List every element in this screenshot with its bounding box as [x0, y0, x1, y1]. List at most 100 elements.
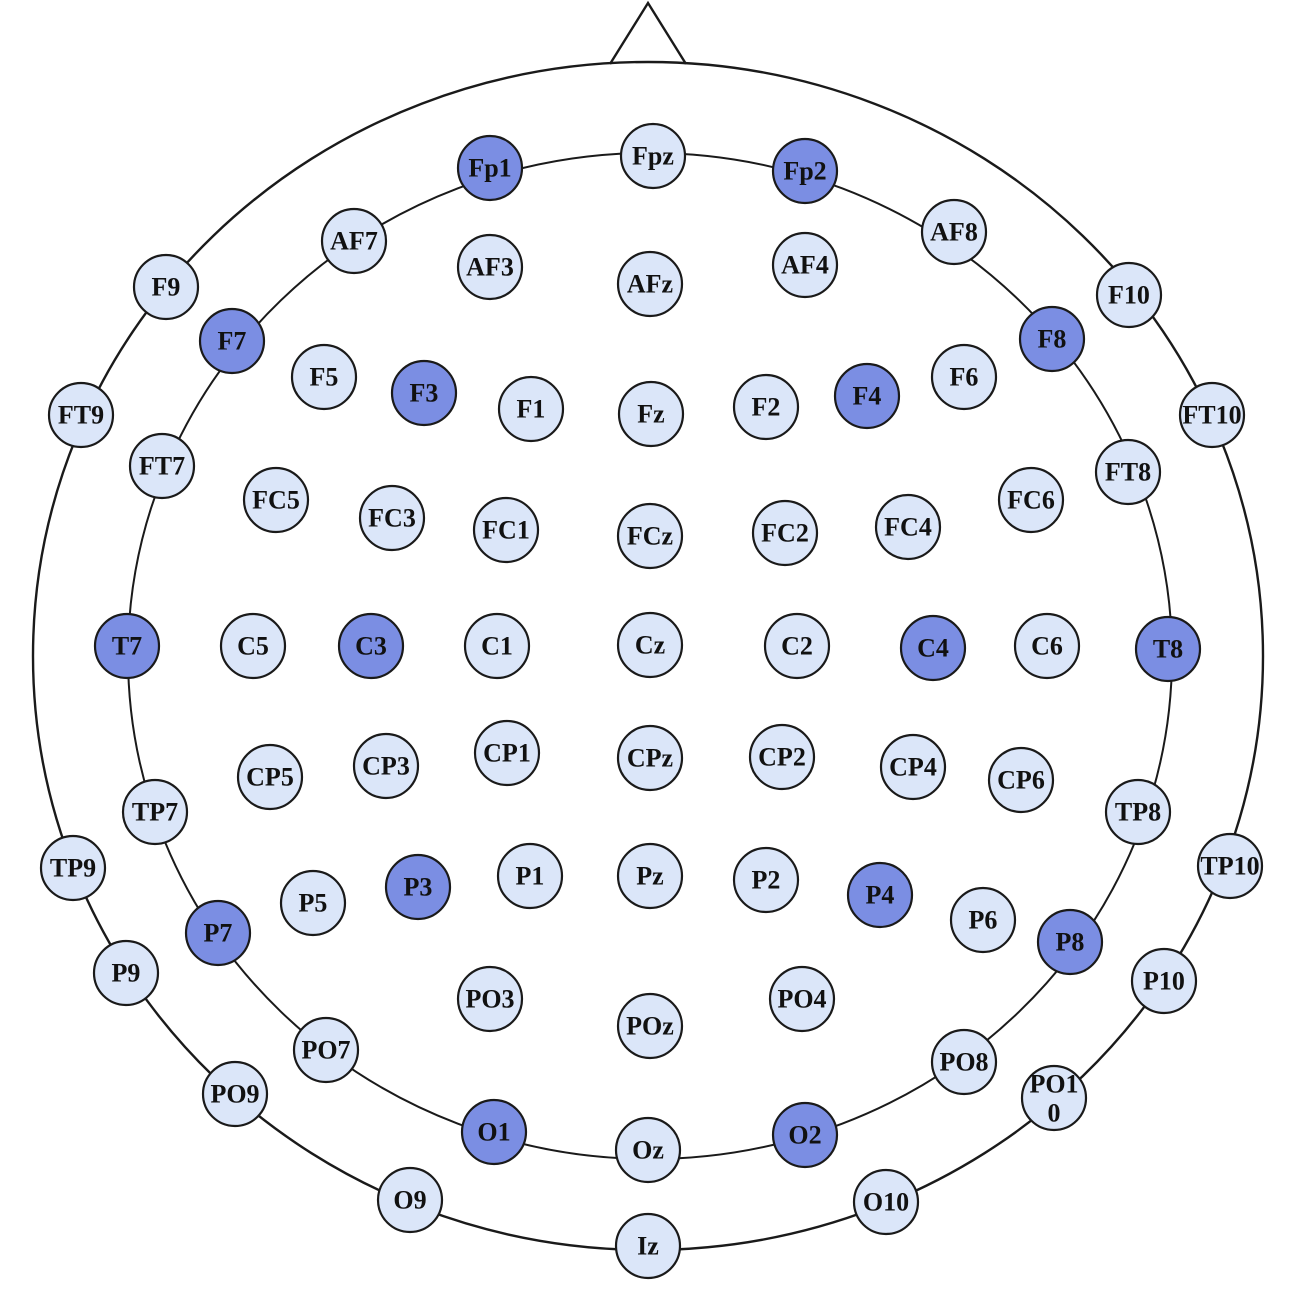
electrode-tp8: TP8	[1104, 778, 1172, 846]
electrode-label: AF4	[781, 251, 829, 280]
electrode-marker	[930, 1028, 998, 1096]
electrode-label: Cz	[635, 631, 665, 660]
electrode-marker	[616, 724, 684, 792]
electrode-tp7: TP7	[121, 778, 189, 846]
electrode-f5: F5	[290, 343, 358, 411]
electrode-marker	[768, 965, 836, 1033]
electrode-marker	[771, 1101, 839, 1169]
electrode-cp6: CP6	[987, 746, 1055, 814]
electrode-f6: F6	[930, 343, 998, 411]
electrode-marker	[1104, 778, 1172, 846]
electrode-marker	[874, 493, 942, 561]
electrode-label: Fp2	[783, 157, 826, 186]
electrode-c5: C5	[219, 612, 287, 680]
electrode-ft8: FT8	[1094, 438, 1162, 506]
electrode-label: F6	[950, 363, 979, 392]
electrode-marker	[219, 612, 287, 680]
electrode-label: Oz	[632, 1136, 664, 1165]
electrode-marker	[616, 250, 684, 318]
electrode-label: F1	[517, 395, 546, 424]
electrode-marker	[1013, 612, 1081, 680]
electrode-fc2: FC2	[751, 499, 819, 567]
electrode-f3: F3	[390, 359, 458, 427]
electrode-p8: P8	[1036, 908, 1104, 976]
electrode-marker	[358, 484, 426, 552]
electrode-fpz: Fpz	[619, 122, 687, 190]
electrode-marker	[619, 122, 687, 190]
electrode-p9: P9	[92, 939, 160, 1007]
electrode-po9: PO9	[201, 1060, 269, 1128]
electrode-label: AFz	[627, 270, 673, 299]
electrode-t7: T7	[93, 612, 161, 680]
electrode-label: O1	[477, 1118, 510, 1147]
electrode-label: O9	[393, 1186, 426, 1215]
electrode-marker	[1095, 261, 1163, 329]
electrode-fp2: Fp2	[771, 137, 839, 205]
electrode-f7: F7	[198, 307, 266, 375]
electrode-label: PO3	[465, 985, 514, 1014]
electrode-label: P7	[204, 919, 233, 948]
electrode-marker	[456, 233, 524, 301]
electrode-label: TP7	[132, 798, 178, 827]
electrode-marker	[472, 496, 540, 564]
electrode-label: CP4	[889, 753, 937, 782]
electrode-c2: C2	[763, 612, 831, 680]
electrode-f10: F10	[1095, 261, 1163, 329]
electrode-cp4: CP4	[879, 733, 947, 801]
electrode-label: O10	[863, 1188, 909, 1217]
electrode-tp10: TP10	[1196, 832, 1264, 900]
electrode-marker	[1130, 947, 1198, 1015]
electrode-marker	[771, 231, 839, 299]
electrode-label: CP1	[483, 739, 531, 768]
electrode-marker	[497, 375, 565, 443]
electrode-label: FC4	[884, 513, 932, 542]
electrode-p10: P10	[1130, 947, 1198, 1015]
electrode-cp1: CP1	[473, 719, 541, 787]
electrode-label: AF8	[930, 218, 978, 247]
electrode-label: P9	[112, 959, 141, 988]
electrode-marker	[617, 380, 685, 448]
electrode-marker	[390, 359, 458, 427]
electrode-fc3: FC3	[358, 484, 426, 552]
electrode-label: F2	[752, 393, 781, 422]
electrode-label: C4	[917, 634, 949, 663]
electrode-fc4: FC4	[874, 493, 942, 561]
electrode-iz: Iz	[614, 1212, 682, 1280]
electrode-marker	[614, 1116, 682, 1184]
electrode-label: CP3	[362, 752, 410, 781]
electrode-marker	[496, 842, 564, 910]
electrode-label: C6	[1031, 632, 1063, 661]
electrode-marker	[1018, 305, 1086, 373]
nose-marker	[608, 0, 688, 65]
electrode-marker	[460, 1098, 528, 1166]
electrode-f4: F4	[833, 362, 901, 430]
electrode-label: FCz	[627, 522, 673, 551]
electrode-marker	[732, 846, 800, 914]
electrode-afz: AFz	[616, 250, 684, 318]
electrode-marker	[899, 614, 967, 682]
electrode-label: FT7	[139, 452, 185, 481]
electrode-fcz: FCz	[616, 502, 684, 570]
electrode-label: C3	[355, 632, 387, 661]
electrode-label: PO7	[301, 1036, 350, 1065]
electrode-marker	[184, 899, 252, 967]
electrode-marker	[616, 611, 684, 679]
electrode-o2: O2	[771, 1101, 839, 1169]
electrode-c3: C3	[337, 612, 405, 680]
electrode-label: F8	[1038, 325, 1067, 354]
electrode-af8: AF8	[920, 198, 988, 266]
electrode-marker	[732, 373, 800, 441]
electrode-label: C5	[237, 632, 269, 661]
electrode-c1: C1	[463, 612, 531, 680]
electrode-marker	[763, 612, 831, 680]
electrode-label: FC5	[252, 486, 300, 515]
electrode-po3: PO3	[456, 965, 524, 1033]
electrode-label: P2	[752, 866, 781, 895]
electrode-label: Fpz	[632, 142, 674, 171]
electrode-p7: P7	[184, 899, 252, 967]
electrode-af7: AF7	[320, 207, 388, 275]
electrode-af3: AF3	[456, 233, 524, 301]
electrode-label: PO9	[210, 1080, 259, 1109]
electrode-marker	[833, 362, 901, 430]
